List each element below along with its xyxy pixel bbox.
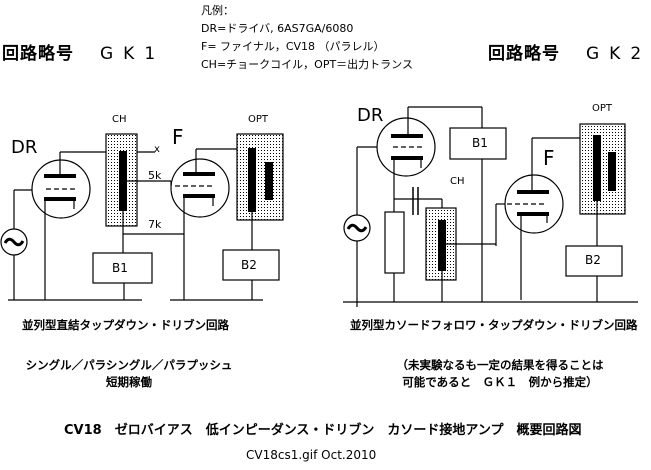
gk1-opt-icon: [236, 133, 284, 221]
gk2-driver-tube-icon: [376, 117, 436, 177]
gk1-final-label: F: [172, 125, 184, 149]
gk1-b2-label: B2: [241, 258, 257, 272]
gk1-tap-7k-label: 7k: [148, 218, 162, 231]
legend-line-f: F= ファイナル，CV18 （パラレル）: [201, 40, 385, 53]
gk2-diagram: [343, 106, 638, 307]
gk2-choke-label: CH: [450, 176, 465, 187]
gk1-b1-box: [92, 252, 153, 284]
gk1-code: GK1: [100, 44, 166, 64]
gk1-title: 回路略号 GK1: [2, 39, 165, 64]
gk1-note-line-1: シングル／パラシングル／パラプッシュ: [25, 358, 233, 372]
gk2-code: GK2: [586, 44, 651, 64]
gk1-driver-tube-icon: [31, 159, 91, 219]
gk2-final-label: F: [543, 146, 555, 170]
gk1-b1-label: B1: [112, 261, 128, 275]
gk1-choke-icon: [105, 133, 138, 227]
gk2-resistor-icon: [384, 211, 405, 274]
gk1-diagram: [0, 133, 284, 301]
gk2-title-label: 回路略号: [488, 44, 560, 64]
gk2-b2-box: [565, 245, 623, 277]
legend-heading: 凡例：: [201, 4, 234, 17]
gk2-note-line-1: （未実験なるも一定の結果を得ることは: [396, 358, 604, 372]
gk1-note: シングル／パラシングル／パラプッシュ 短期稼働: [18, 357, 240, 391]
footer-filename: CV18cs1.gif Oct.2010: [246, 448, 377, 462]
gk2-opt-label: OPT: [592, 103, 613, 114]
gk1-note-line-2: 短期稼働: [106, 375, 152, 389]
gk1-tap-5k-label: 5k: [148, 169, 162, 182]
gk2-note: （未実験なるも一定の結果を得ることは 可能であると ＧＫ１ 例から推定）: [380, 357, 620, 391]
gk1-title-label: 回路略号: [2, 44, 74, 64]
gk2-driver-label: DR: [357, 105, 384, 126]
gk2-ac-source-icon: [343, 214, 371, 242]
gk1-b2-box: [222, 249, 280, 281]
gk1-caption: 並列型直結タップダウン・ドリブン回路: [22, 318, 229, 332]
legend-line-dr: DR=ドライバ, 6AS7GA/6080: [201, 22, 354, 35]
gk1-opt-label: OPT: [248, 114, 269, 125]
gk2-note-line-2: 可能であると ＧＫ１ 例から推定）: [402, 375, 598, 389]
legend: 凡例： DR=ドライバ, 6AS7GA/6080 F= ファイナル，CV18 （…: [201, 2, 413, 74]
gk1-driver-label: DR: [11, 137, 38, 158]
gk2-b2-label: B2: [585, 253, 601, 267]
main-title: CV18 ゼロバイアス 低インピーダンス・ドリブン カソード接地アンプ 概要回路…: [64, 423, 582, 438]
gk2-opt-icon: [579, 123, 626, 215]
gk2-title: 回路略号 GK2: [488, 39, 651, 64]
legend-line-ch-opt: CH=チョークコイル，OPT＝出力トランス: [201, 58, 413, 71]
gk1-final-tube-icon: [170, 158, 230, 218]
gk1-ac-source-icon: [0, 228, 28, 256]
gk2-final-tube-icon: [504, 174, 564, 234]
gk2-caption: 並列型カソードフォロワ・タップダウン・ドリブン回路: [350, 318, 638, 332]
gk2-b1-label: B1: [472, 136, 488, 150]
gk2-capacitor-icon: [412, 187, 419, 215]
gk2-b1-box: [449, 127, 507, 160]
gk1-choke-label: CH: [112, 114, 127, 125]
gk1-tap-x-label: x: [154, 144, 160, 155]
